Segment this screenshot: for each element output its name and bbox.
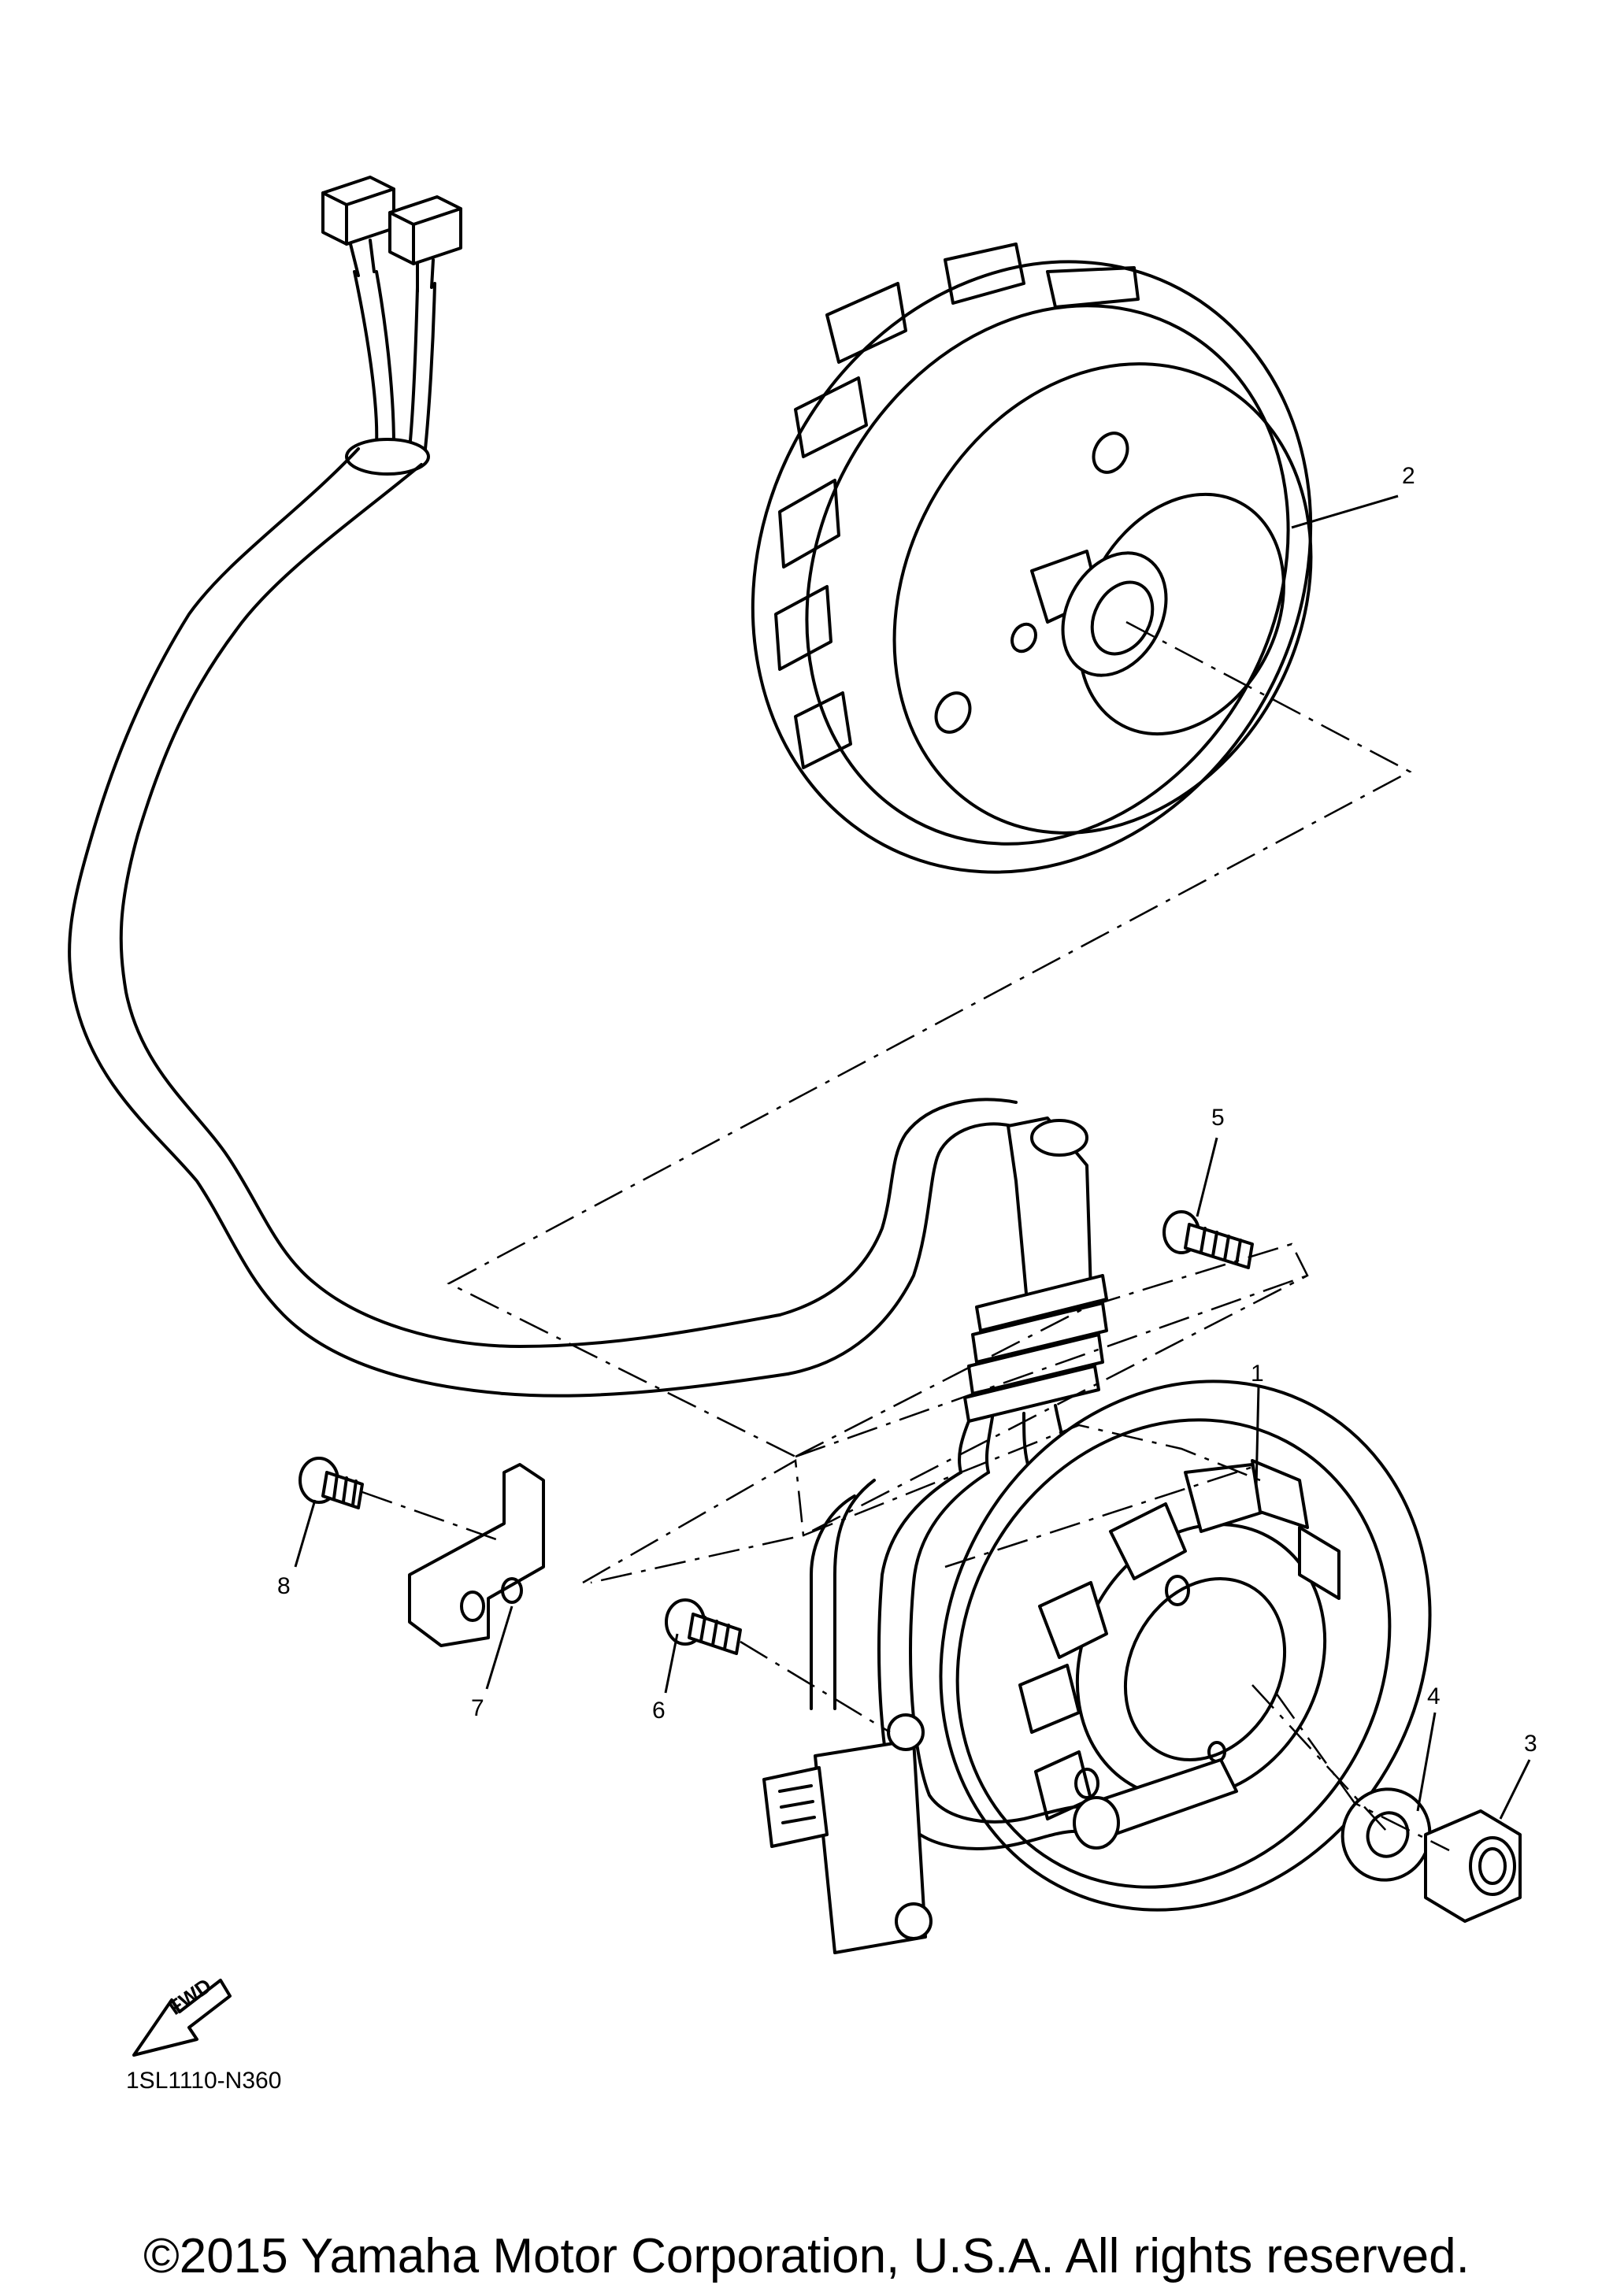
callout-5: 5	[1211, 1105, 1225, 1131]
callout-6: 6	[652, 1698, 666, 1724]
callout-8: 8	[277, 1573, 291, 1599]
callout-7: 7	[471, 1695, 484, 1721]
bolt-part-6	[665, 1598, 742, 1655]
nut-part-3	[1424, 1809, 1522, 1923]
leader-lines	[294, 494, 1531, 1820]
diagram-code: 1SL1110-N360	[126, 2068, 282, 2094]
callout-4: 4	[1427, 1683, 1441, 1709]
bolt-part-8	[298, 1457, 364, 1509]
callout-2: 2	[1402, 463, 1415, 489]
callout-3: 3	[1524, 1731, 1537, 1757]
rotor-flywheel	[751, 243, 1313, 874]
copyright-notice: ©2015 Yamaha Motor Corporation, U.S.A. A…	[143, 2229, 1470, 2283]
fwd-arrow-icon: FWD	[132, 1973, 232, 2057]
callout-1: 1	[1251, 1361, 1264, 1387]
assembly-lines	[362, 620, 1450, 1852]
bracket-part-7	[408, 1463, 545, 1647]
stator-assembly	[762, 1379, 1432, 1954]
bolt-part-5	[1162, 1210, 1254, 1269]
